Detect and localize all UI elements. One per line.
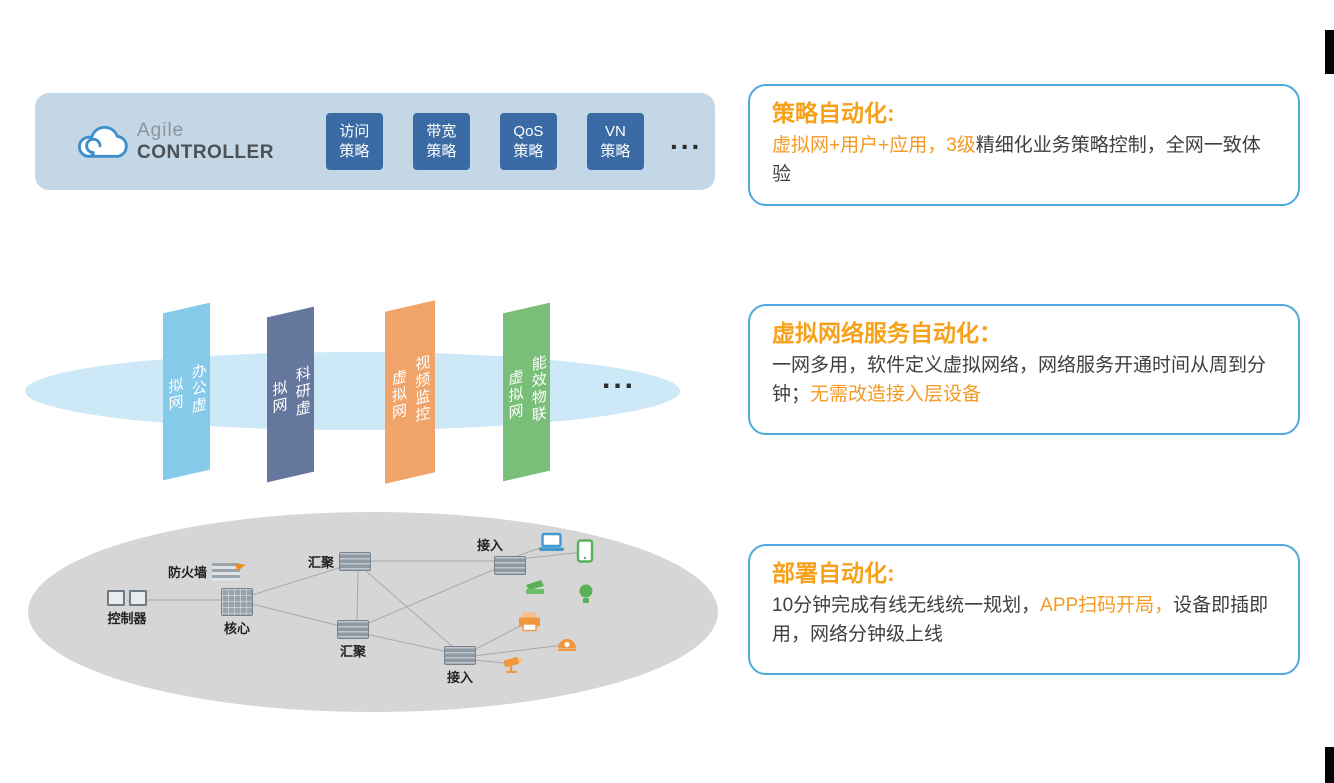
controller-panel: Agile CONTROLLER 访问 策略 带宽 策略 QoS 策略 VN 策… bbox=[35, 93, 715, 190]
info-box-policy-automation: 策略自动化: 虚拟网+用户+应用，3级精细化业务策略控制，全网一致体验 bbox=[748, 84, 1300, 206]
info-box-body: 虚拟网+用户+应用，3级精细化业务策略控制，全网一致体验 bbox=[772, 131, 1274, 190]
cctv-camera-icon bbox=[502, 654, 528, 679]
info-box-deployment-automation: 部署自动化: 10分钟完成有线无线统一规划，APP扫码开局，设备即插即用，网络分… bbox=[748, 544, 1300, 675]
aggregation-switch-icon bbox=[339, 552, 372, 571]
policy-chip-label: 带宽 策略 bbox=[426, 123, 457, 160]
text-segment: 10分钟完成有线无线统一规划， bbox=[772, 595, 1041, 617]
node-label: 汇聚 bbox=[308, 555, 335, 570]
node-label: 控制器 bbox=[107, 611, 147, 626]
info-box-virtual-network-automation: 虚拟网络服务自动化： 一网多用，软件定义虚拟网络，网络服务开通时间从周到分钟；无… bbox=[748, 304, 1300, 435]
virtual-network-label: 视频监控 虚拟网 bbox=[390, 353, 431, 426]
screen-artifact-bar-top bbox=[1325, 30, 1334, 74]
access-switch-icon bbox=[494, 556, 526, 575]
policy-chip-vn-policy: VN 策略 bbox=[586, 113, 644, 170]
node-label: 核心 bbox=[223, 621, 250, 636]
info-box-body: 一网多用，软件定义虚拟网络，网络服务开通时间从周到分钟；无需改造接入层设备 bbox=[772, 351, 1274, 410]
node-aggregation-1: 汇聚 bbox=[308, 552, 372, 571]
tablet-icon bbox=[576, 539, 594, 568]
controller-icon bbox=[107, 590, 147, 606]
node-firewall: 防火墙 bbox=[168, 562, 241, 581]
policy-chip-label: VN 策略 bbox=[600, 123, 631, 160]
info-box-title: 虚拟网络服务自动化： bbox=[772, 320, 1002, 346]
laptop-icon bbox=[538, 532, 565, 558]
dome-camera-icon bbox=[556, 635, 578, 658]
virtual-network-label: 办公虚 拟网 bbox=[166, 361, 207, 417]
policy-chip-label: 访问 策略 bbox=[339, 123, 370, 160]
node-label: 接入 bbox=[446, 670, 473, 685]
virtual-network-office: 办公虚 拟网 bbox=[163, 302, 210, 481]
text-segment: 无需改造接入层设备 bbox=[810, 384, 982, 406]
physical-network: 控制器 防火墙 核心 汇聚 汇聚 接入 接入 bbox=[28, 512, 718, 712]
brand-logo: Agile CONTROLLER bbox=[137, 120, 274, 164]
virtual-network-video-surveillance: 视频监控 虚拟网 bbox=[385, 300, 435, 484]
node-access-2: 接入 bbox=[444, 646, 476, 686]
brand-line-agile: Agile bbox=[137, 119, 185, 141]
node-access-1: 接入 bbox=[477, 535, 526, 575]
policy-chip-qos-policy: QoS 策略 bbox=[499, 113, 557, 170]
virtual-network-label: 科研虚 拟网 bbox=[270, 364, 311, 420]
pos-terminal-icon bbox=[522, 576, 548, 601]
aggregation-switch-icon bbox=[337, 620, 369, 639]
core-switch-icon bbox=[221, 588, 253, 616]
screen-artifact-bar-bottom bbox=[1325, 747, 1334, 783]
text-segment: APP扫码开局， bbox=[1040, 595, 1174, 617]
node-core: 核心 bbox=[221, 588, 253, 637]
text-segment: 虚拟网+用户+应用，3级 bbox=[772, 135, 976, 157]
cloud-icon bbox=[77, 125, 128, 158]
virtual-network-energy-iot: 能效物联 虚拟网 bbox=[503, 302, 550, 482]
node-label: 接入 bbox=[477, 538, 504, 553]
printer-icon bbox=[517, 611, 542, 637]
virtual-network-label: 能效物联 虚拟网 bbox=[506, 353, 547, 426]
node-label: 防火墙 bbox=[168, 565, 208, 580]
text-segment: 精细化业务策略控制，全网一致体验 bbox=[772, 135, 1261, 186]
access-switch-icon bbox=[444, 646, 476, 665]
policy-chip-label: QoS 策略 bbox=[513, 123, 544, 160]
text-segment: 设备即插即用，网络分钟级上线 bbox=[772, 595, 1269, 646]
info-box-title: 策略自动化: bbox=[772, 100, 895, 126]
ellipsis-more-networks: ... bbox=[602, 362, 637, 395]
node-label: 汇聚 bbox=[339, 644, 366, 659]
policy-chip-bandwidth-policy: 带宽 策略 bbox=[412, 113, 470, 170]
virtual-network-research: 科研虚 拟网 bbox=[267, 306, 314, 483]
physical-network-ellipse bbox=[28, 512, 718, 712]
virtual-network-ellipse bbox=[25, 352, 680, 430]
brand-line-controller: CONTROLLER bbox=[137, 141, 274, 163]
policy-chip-group: 访问 策略 带宽 策略 QoS 策略 VN 策略 bbox=[325, 113, 644, 170]
info-box-title: 部署自动化: bbox=[772, 560, 895, 586]
info-box-body: 10分钟完成有线无线统一规划，APP扫码开局，设备即插即用，网络分钟级上线 bbox=[772, 591, 1274, 650]
node-controller: 控制器 bbox=[107, 590, 147, 627]
firewall-icon bbox=[212, 562, 241, 581]
policy-chip-access-policy: 访问 策略 bbox=[325, 113, 383, 170]
text-segment: 一网多用，软件定义虚拟网络，网络服务开通时间从周到分钟； bbox=[772, 355, 1267, 406]
node-aggregation-2: 汇聚 bbox=[337, 620, 369, 660]
light-bulb-icon bbox=[577, 583, 595, 610]
ellipsis-more-policies: ... bbox=[669, 123, 703, 155]
